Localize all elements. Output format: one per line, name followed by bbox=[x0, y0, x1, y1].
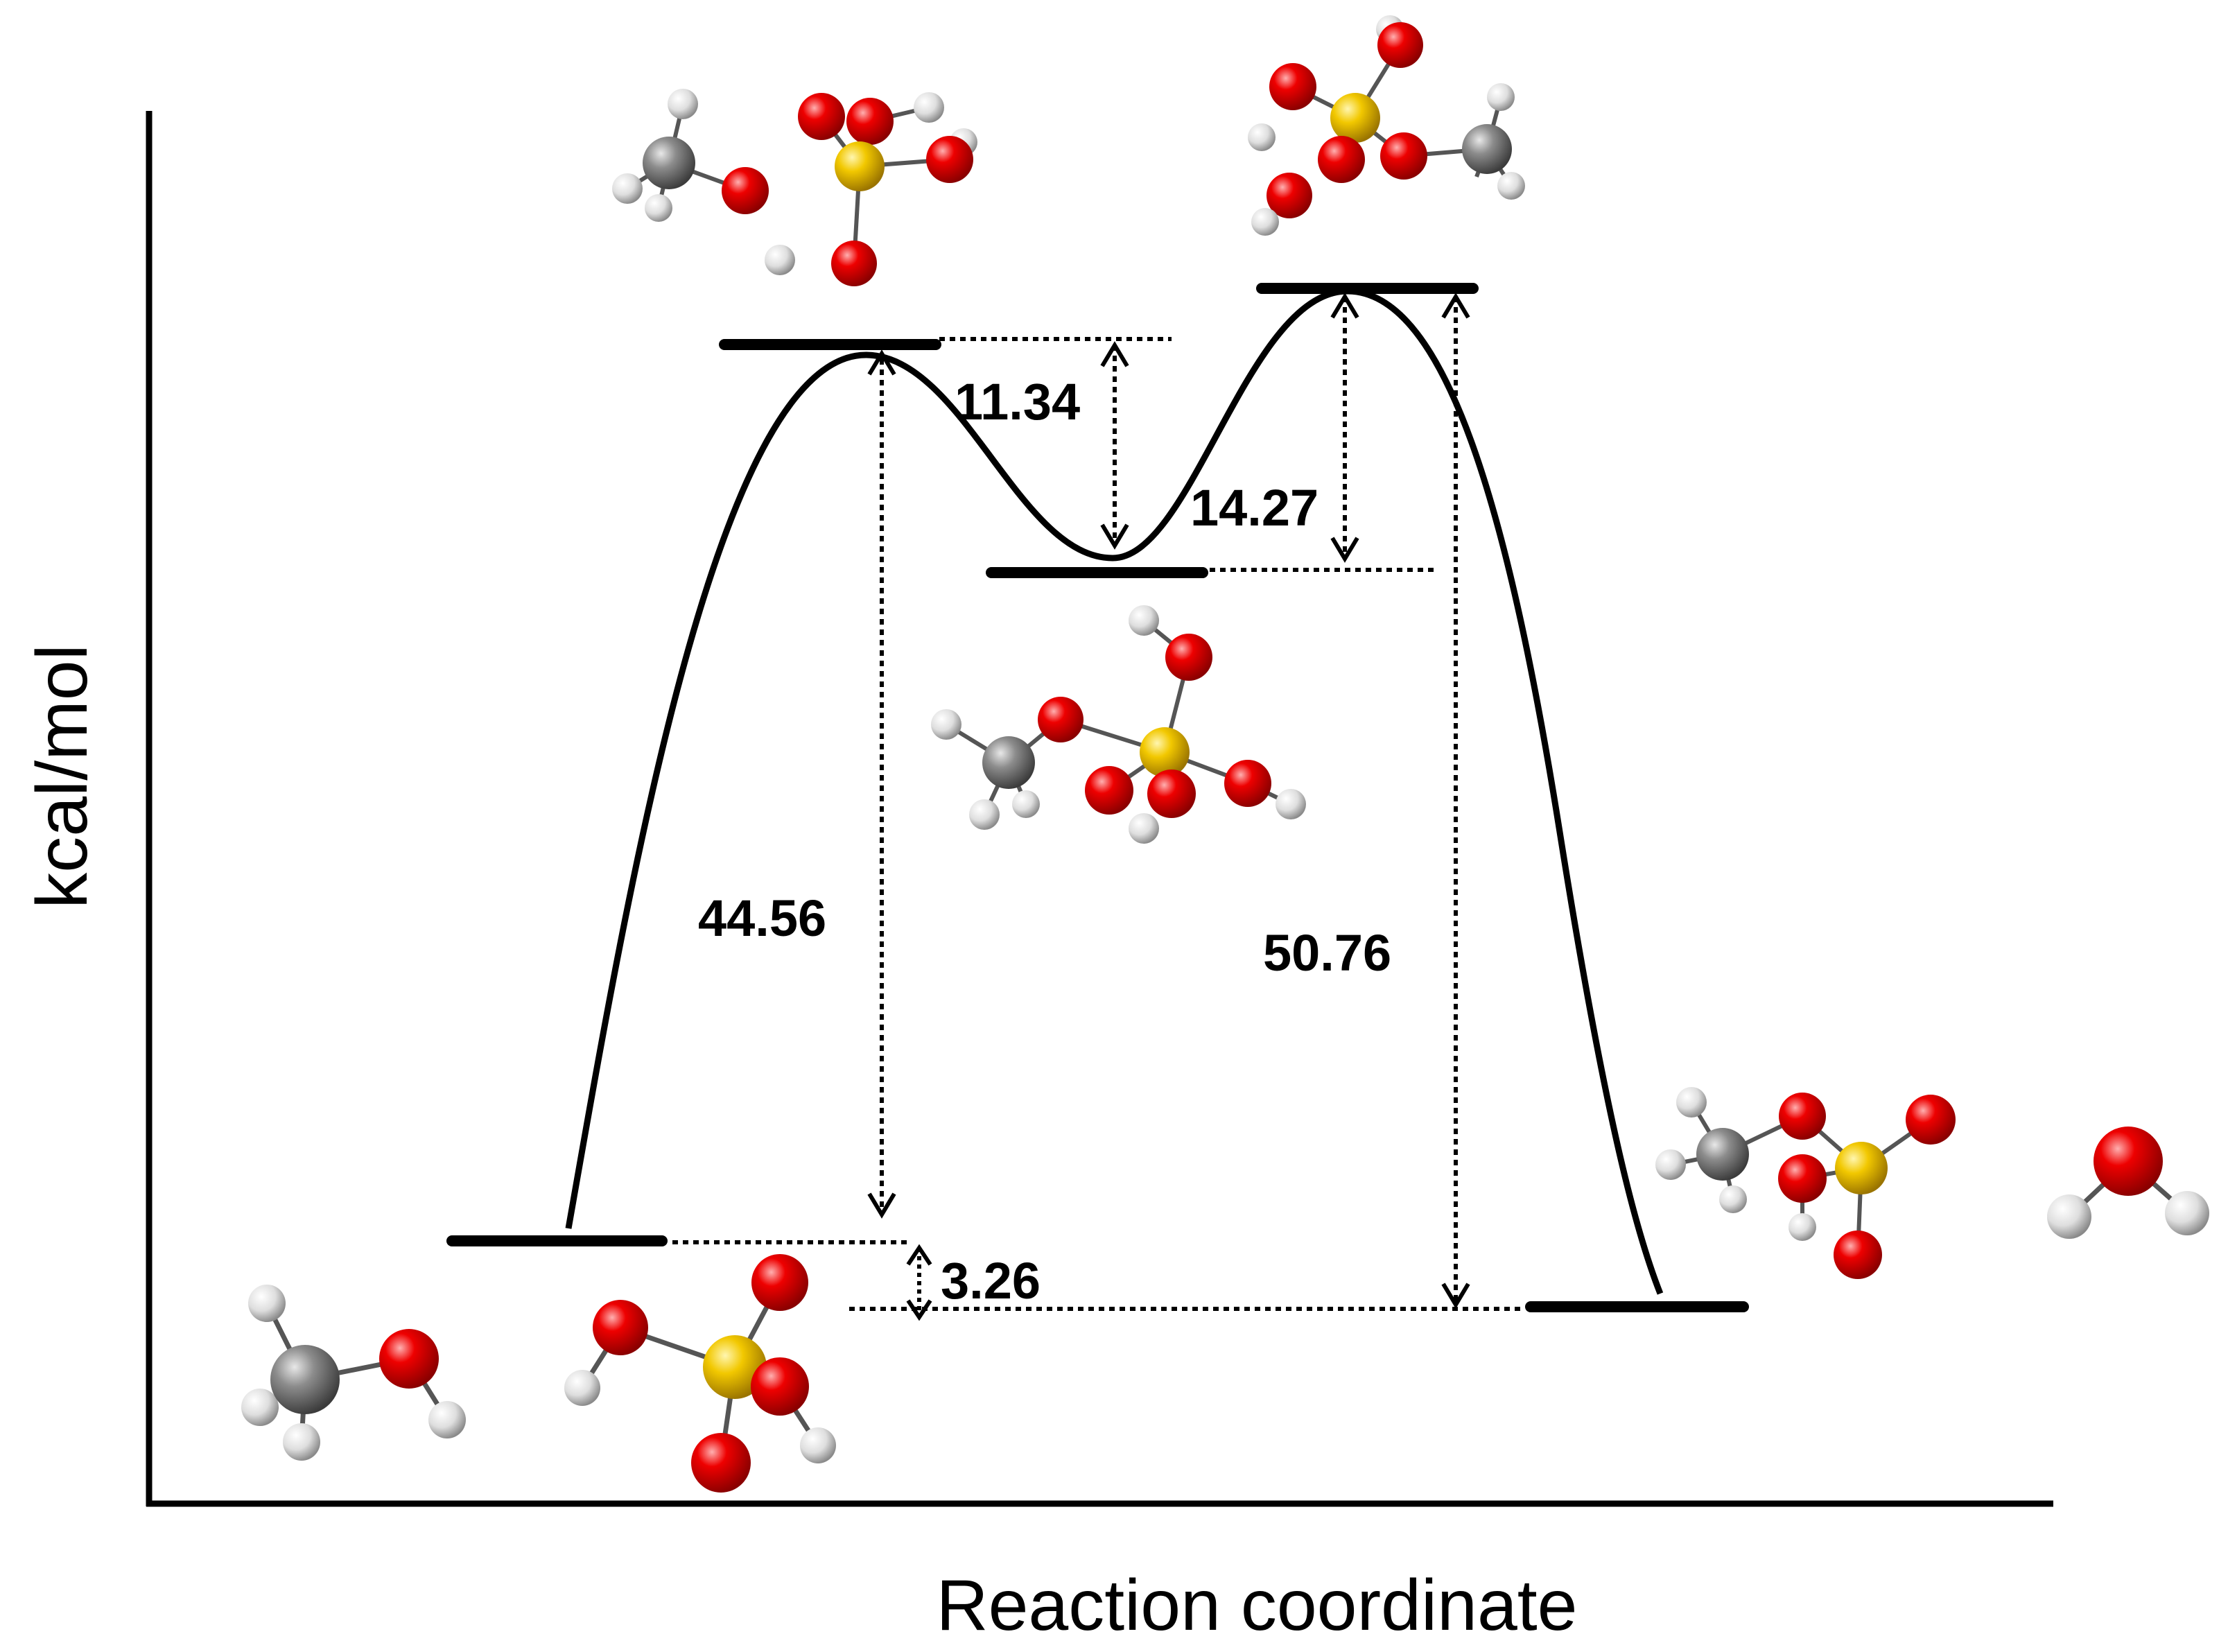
oxygen-atom bbox=[2094, 1127, 2163, 1196]
hydrogen-atom bbox=[612, 173, 643, 204]
oxygen-atom bbox=[751, 1254, 808, 1311]
hydrogen-atom bbox=[931, 709, 961, 740]
y-axis-label: kcal/mol bbox=[22, 644, 103, 908]
oxygen-atom bbox=[1779, 1093, 1826, 1140]
energy-label-14-27: 14.27 bbox=[1190, 479, 1318, 537]
hydrogen-atom bbox=[1497, 172, 1525, 200]
hydrogen-atom bbox=[765, 245, 795, 275]
molecule-water-product bbox=[2047, 1127, 2209, 1239]
hydrogen-atom bbox=[1129, 605, 1159, 636]
hydrogen-atom bbox=[1248, 123, 1276, 151]
x-axis-label: Reaction coordinate bbox=[936, 1565, 1577, 1646]
arrow-11-34 bbox=[1100, 341, 1129, 550]
energy-label-11-34: 11.34 bbox=[955, 373, 1080, 431]
hydrogen-atom bbox=[1012, 790, 1040, 818]
oxygen-atom bbox=[846, 98, 894, 145]
hydrogen-atom bbox=[800, 1427, 836, 1463]
sulfur-atom bbox=[835, 141, 885, 191]
carbon-atom bbox=[270, 1345, 340, 1414]
hydrogen-atom bbox=[248, 1285, 286, 1322]
molecule-intermediate bbox=[931, 605, 1306, 844]
oxygen-atom bbox=[1834, 1231, 1882, 1279]
hydrogen-atom bbox=[283, 1423, 320, 1461]
oxygen-atom bbox=[1224, 760, 1271, 807]
arrow-50-76 bbox=[1441, 293, 1470, 1309]
hydrogen-atom bbox=[914, 92, 944, 123]
hydrogen-atom bbox=[1487, 83, 1515, 111]
hydrogen-atom bbox=[969, 799, 1000, 830]
molecule-transition-state-1 bbox=[612, 89, 977, 286]
molecule-methanol-reactant bbox=[241, 1285, 466, 1461]
hydrogen-atom bbox=[1129, 813, 1159, 844]
hydrogen-atom bbox=[1251, 208, 1279, 236]
oxygen-atom bbox=[1778, 1154, 1827, 1203]
oxygen-atom bbox=[831, 241, 877, 286]
hydrogen-atom bbox=[1655, 1149, 1686, 1180]
oxygen-atom bbox=[798, 93, 845, 140]
axes bbox=[146, 111, 2053, 1507]
oxygen-atom bbox=[722, 167, 769, 214]
hydrogen-atom bbox=[2165, 1191, 2209, 1235]
hydrogen-atom bbox=[564, 1370, 600, 1406]
arrow-14-27 bbox=[1330, 293, 1359, 563]
oxygen-atom bbox=[1038, 697, 1083, 742]
arrow-44-56 bbox=[867, 349, 896, 1219]
oxygen-atom bbox=[1906, 1095, 1956, 1145]
oxygen-atom bbox=[1085, 766, 1133, 815]
hydrogen-atom bbox=[1788, 1213, 1816, 1241]
carbon-atom bbox=[1462, 124, 1512, 174]
sulfur-atom bbox=[1835, 1142, 1888, 1194]
energy-label-3-26: 3.26 bbox=[941, 1252, 1041, 1310]
hydrogen-atom bbox=[1676, 1087, 1707, 1118]
hydrogen-atom bbox=[668, 89, 698, 119]
hydrogen-atom bbox=[241, 1389, 279, 1426]
oxygen-atom bbox=[1165, 634, 1212, 681]
oxygen-atom bbox=[379, 1329, 439, 1389]
reaction-path-curve bbox=[565, 288, 1664, 1295]
oxygen-atom bbox=[751, 1357, 809, 1416]
hydrogen-atom bbox=[2047, 1194, 2091, 1239]
reference-lines bbox=[672, 337, 1525, 1311]
oxygen-atom bbox=[1377, 22, 1423, 68]
sulfur-atom bbox=[1140, 727, 1190, 777]
energy-arrows bbox=[867, 293, 1470, 1321]
oxygen-atom bbox=[1380, 132, 1427, 180]
oxygen-atom bbox=[1147, 770, 1196, 818]
hydrogen-atom bbox=[645, 194, 672, 222]
carbon-atom bbox=[982, 736, 1035, 789]
energy-levels bbox=[446, 283, 1749, 1312]
molecule-transition-state-2 bbox=[1248, 15, 1525, 236]
oxygen-atom bbox=[1318, 136, 1365, 183]
energy-label-50-76: 50.76 bbox=[1263, 924, 1391, 982]
oxygen-atom bbox=[691, 1433, 751, 1493]
molecule-methyl-sulfate-product bbox=[1655, 1087, 1956, 1279]
sulfur-atom bbox=[703, 1335, 767, 1399]
carbon-atom bbox=[1696, 1128, 1749, 1181]
hydrogen-atom bbox=[1276, 789, 1306, 819]
energy-label-44-56: 44.56 bbox=[698, 889, 826, 947]
hydrogen-atom bbox=[428, 1401, 466, 1438]
oxygen-atom bbox=[1269, 63, 1316, 110]
oxygen-atom bbox=[1267, 173, 1312, 218]
hydrogen-atom bbox=[1719, 1185, 1747, 1213]
molecule-sulfuric-acid-reactant bbox=[564, 1254, 836, 1493]
arrow-3-26 bbox=[906, 1244, 932, 1321]
oxygen-atom bbox=[593, 1300, 648, 1355]
sulfur-atom bbox=[1330, 93, 1380, 143]
oxygen-atom bbox=[926, 136, 973, 183]
carbon-atom bbox=[643, 137, 695, 189]
